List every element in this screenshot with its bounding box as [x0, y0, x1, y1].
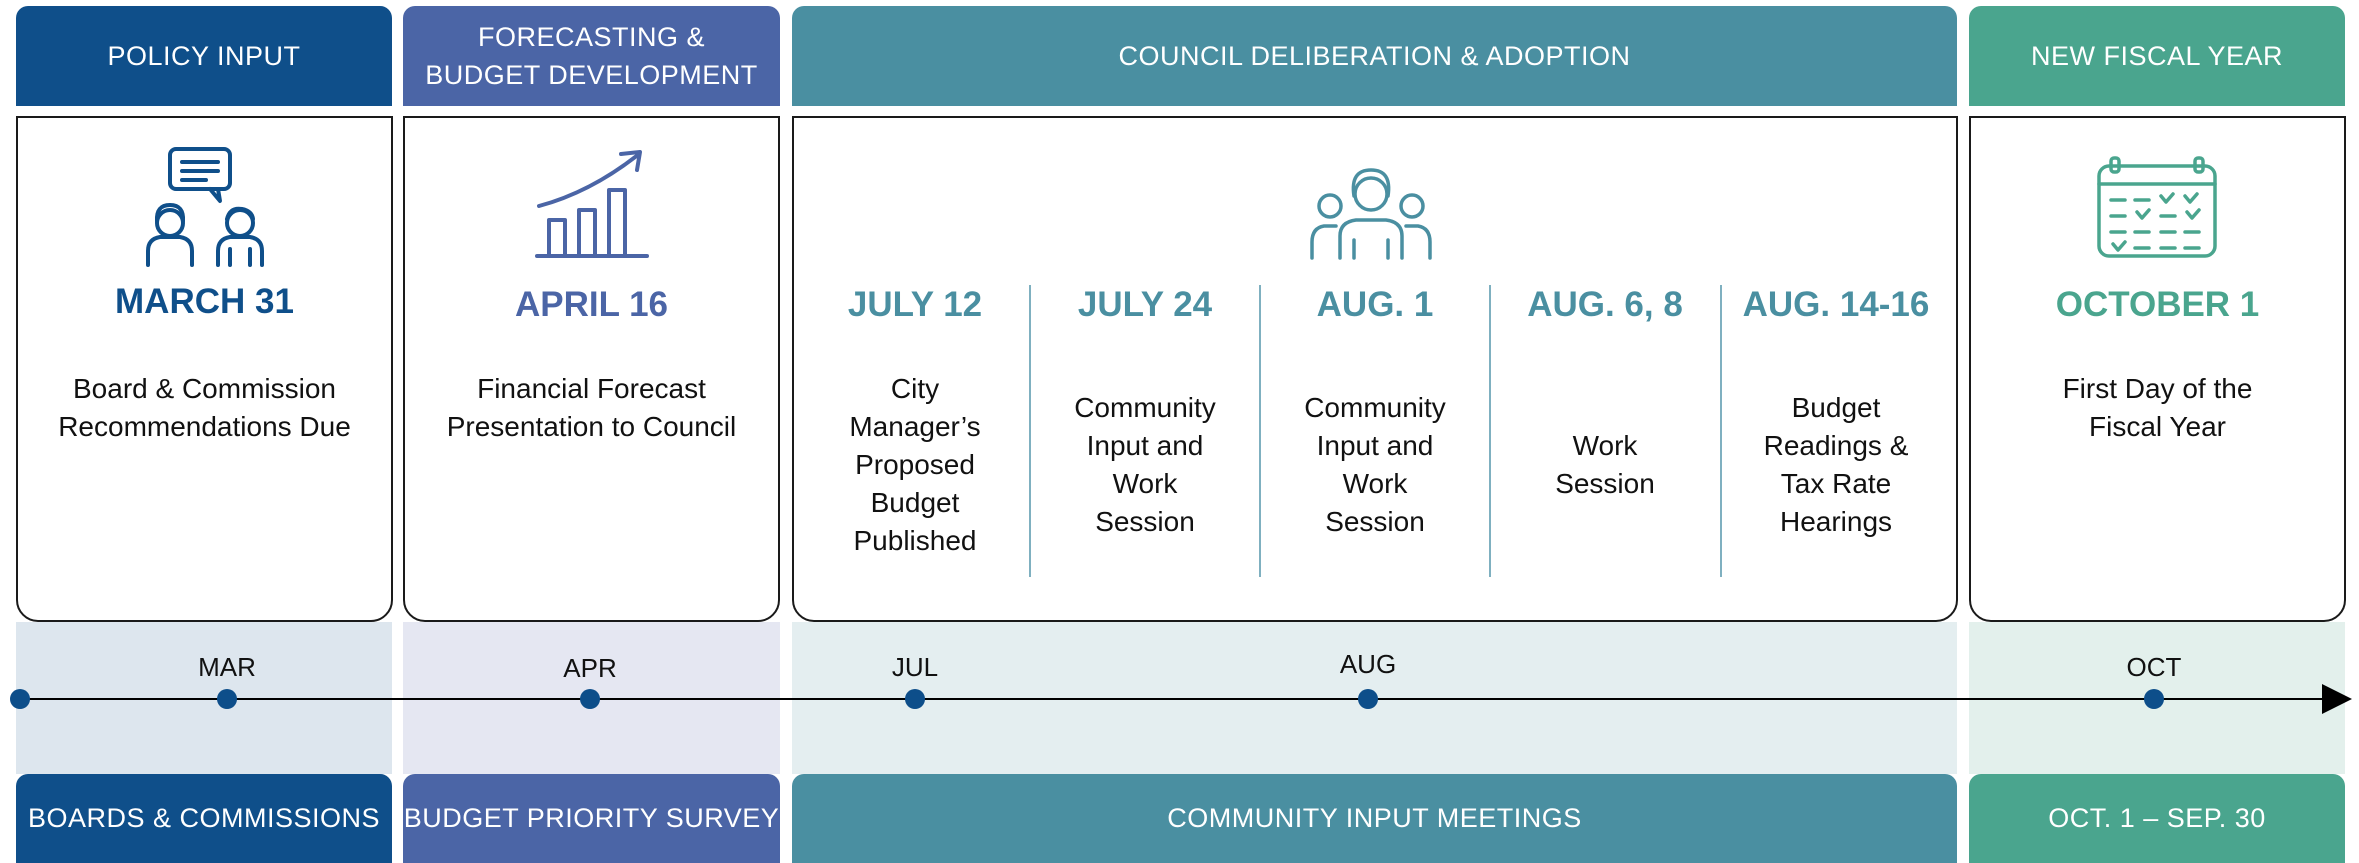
desc-line: Manager’s [849, 411, 981, 442]
desc-line: City [890, 373, 940, 404]
desc-line: Community [1304, 392, 1446, 423]
header-fiscal-year-label: NEW FISCAL YEAR [2030, 41, 2284, 71]
desc-board-commission: Board & Commission Recommendations Due [16, 370, 393, 446]
desc-line: Presentation to Council [446, 411, 737, 442]
footer-fiscal-year-range: OCT. 1 – SEP. 30 [1969, 774, 2345, 863]
column-divider [1489, 285, 1491, 577]
date-july-24: JULY 24 [1077, 285, 1213, 324]
card-forecasting [403, 116, 780, 622]
card-council [792, 116, 1958, 622]
desc-budget-readings: Budget Readings & Tax Rate Hearings [1721, 389, 1951, 541]
footer-community-input-meetings-label: COMMUNITY INPUT MEETINGS [1167, 803, 1582, 833]
date-april-16: APRIL 16 [514, 285, 669, 324]
month-label-apr: APR [563, 653, 617, 683]
date-aug-6-8: AUG. 6, 8 [1527, 285, 1683, 324]
desc-line: Session [1325, 506, 1425, 537]
desc-line: Tax Rate [1780, 468, 1892, 499]
timeline-start-dot [10, 689, 30, 709]
card-fiscal-year [1969, 116, 2346, 622]
header-policy-input: POLICY INPUT [16, 6, 392, 106]
desc-line: Budget [1791, 392, 1881, 423]
desc-line: Proposed [855, 449, 975, 480]
header-policy-input-label: POLICY INPUT [107, 41, 301, 71]
desc-community-input-1: Community Input and Work Session [1030, 389, 1260, 541]
people-discussion-icon [146, 147, 264, 267]
header-forecasting-line2: BUDGET DEVELOPMENT [425, 60, 758, 90]
desc-line: Input and [1316, 430, 1434, 461]
date-july-12: JULY 12 [847, 285, 983, 324]
timeline-dot-oct [2144, 689, 2164, 709]
desc-line: Session [1555, 468, 1655, 499]
desc-line: Published [853, 525, 977, 556]
column-divider [1029, 285, 1031, 577]
desc-line: Work [1572, 430, 1638, 461]
footer-fiscal-year-range-label: OCT. 1 – SEP. 30 [2048, 803, 2266, 833]
calendar-checklist-icon [2097, 156, 2217, 258]
date-march-31: MARCH 31 [115, 282, 294, 321]
date-october-1: OCTOBER 1 [2055, 285, 2260, 324]
desc-first-day-fiscal: First Day of the Fiscal Year [1969, 370, 2346, 446]
desc-line: Readings & [1763, 430, 1909, 461]
desc-line: Work [1112, 468, 1178, 499]
timeline-axis [18, 698, 2324, 700]
desc-line: Recommendations Due [58, 411, 351, 442]
header-forecasting: FORECASTING & BUDGET DEVELOPMENT [403, 6, 780, 106]
footer-boards-commissions-label: BOARDS & COMMISSIONS [27, 803, 381, 833]
header-council: COUNCIL DELIBERATION & ADOPTION [792, 6, 1957, 106]
month-label-jul: JUL [891, 652, 939, 682]
header-fiscal-year: NEW FISCAL YEAR [1969, 6, 2345, 106]
footer-community-input-meetings: COMMUNITY INPUT MEETINGS [792, 774, 1957, 863]
desc-city-manager-budget: City Manager’s Proposed Budget Published [800, 370, 1030, 560]
desc-financial-forecast: Financial Forecast Presentation to Counc… [403, 370, 780, 446]
desc-line: Budget [870, 487, 960, 518]
footer-budget-priority-survey: BUDGET PRIORITY SURVEY [403, 774, 780, 863]
footer-boards-commissions: BOARDS & COMMISSIONS [16, 774, 392, 863]
desc-line: Fiscal Year [2089, 411, 2226, 442]
month-label-mar: MAR [198, 652, 256, 682]
column-divider [1720, 285, 1722, 577]
desc-line: Hearings [1779, 506, 1893, 537]
desc-line: First Day of the [2062, 373, 2253, 404]
desc-line: Session [1095, 506, 1195, 537]
card-policy-input [16, 116, 393, 622]
growth-chart-icon [535, 150, 649, 258]
desc-line: Financial Forecast [477, 373, 706, 404]
month-label-oct: OCT [2126, 652, 2182, 682]
desc-line: Community [1074, 392, 1216, 423]
desc-line: Input and [1086, 430, 1204, 461]
timeline-arrowhead [2322, 684, 2352, 714]
desc-line: Work [1342, 468, 1408, 499]
desc-work-session: Work Session [1490, 427, 1720, 503]
column-divider [1259, 285, 1261, 577]
timeline-dot-apr [580, 689, 600, 709]
timeline-dot-jul [905, 689, 925, 709]
community-group-icon [1310, 168, 1432, 260]
desc-line: Board & Commission [73, 373, 336, 404]
timeline-dot-mar [217, 689, 237, 709]
date-aug-14-16: AUG. 14-16 [1742, 285, 1930, 324]
desc-community-input-2: Community Input and Work Session [1260, 389, 1490, 541]
timeline-dot-aug [1358, 689, 1378, 709]
header-forecasting-line1: FORECASTING & [477, 22, 706, 52]
footer-budget-priority-survey-label: BUDGET PRIORITY SURVEY [403, 803, 780, 833]
month-label-aug: AUG [1339, 649, 1397, 679]
header-council-label: COUNCIL DELIBERATION & ADOPTION [1118, 41, 1631, 71]
date-aug-1: AUG. 1 [1316, 285, 1434, 324]
